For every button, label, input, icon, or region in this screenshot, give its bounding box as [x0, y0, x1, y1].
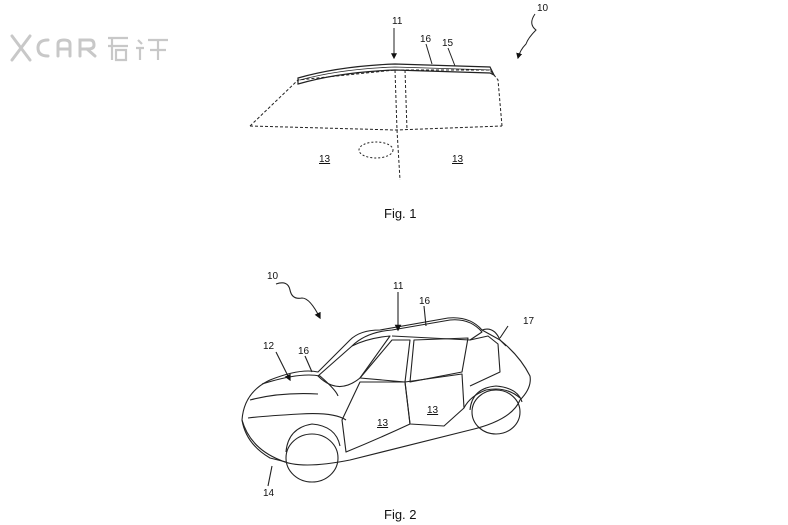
fig2-label-11: 11: [393, 281, 404, 292]
fig2-label-16-roof: 16: [419, 296, 431, 307]
fig2-label-10: 10: [267, 271, 279, 282]
fig2-rear-wheel: [471, 389, 521, 435]
fig2-label-12: 12: [263, 341, 275, 352]
fig2-rear-window: [409, 337, 469, 383]
fig2-label-13-rear: 13: [427, 405, 439, 416]
fig1-label-16: 16: [420, 34, 432, 45]
fig2-label-13-front: 13: [377, 418, 389, 429]
fig2-label-14: 14: [263, 488, 275, 499]
fig2-front-bumper: [241, 419, 287, 463]
fig1-roof-rail: [297, 63, 496, 85]
fig1-label-13-right: 13: [452, 154, 464, 165]
fig2-roof: [351, 319, 483, 347]
fig1-caption: Fig. 1: [384, 206, 417, 221]
fig1-window-outline: [249, 69, 503, 127]
fig1-ref10-arrow: [516, 13, 537, 60]
fig2-front-window: [359, 339, 411, 383]
fig2-front-door: [341, 381, 411, 453]
figure-2-labels: 10 11 16 17 12 16 13 13 14 Fig. 2: [263, 271, 535, 522]
figure-1-labels: 10 11 16 15 13 13 Fig. 1: [319, 3, 549, 221]
fig1-label-11: 11: [392, 16, 403, 27]
xcar-watermark-logo: [10, 34, 168, 62]
fig2-label-17: 17: [523, 316, 535, 327]
fig2-spoiler: [481, 328, 507, 347]
fig2-ref10-arrow: [275, 282, 321, 320]
fig2-front-wheel: [285, 433, 339, 483]
fig1-label-15: 15: [442, 38, 454, 49]
fig1-sill-line: [249, 125, 503, 131]
fig2-label-16-hood: 16: [298, 346, 310, 357]
fig2-rear-door: [404, 373, 465, 427]
fig1-b-pillar: [394, 69, 401, 181]
fig2-windshield: [317, 335, 391, 388]
figure-2: [241, 282, 531, 487]
fig1-label-10: 10: [537, 3, 549, 14]
figure-1: [249, 13, 537, 181]
fig2-caption: Fig. 2: [384, 507, 417, 522]
fig1-label-13-left: 13: [319, 154, 331, 165]
fig2-body-outline: [241, 317, 531, 466]
fig1-door-handle: [358, 141, 394, 159]
